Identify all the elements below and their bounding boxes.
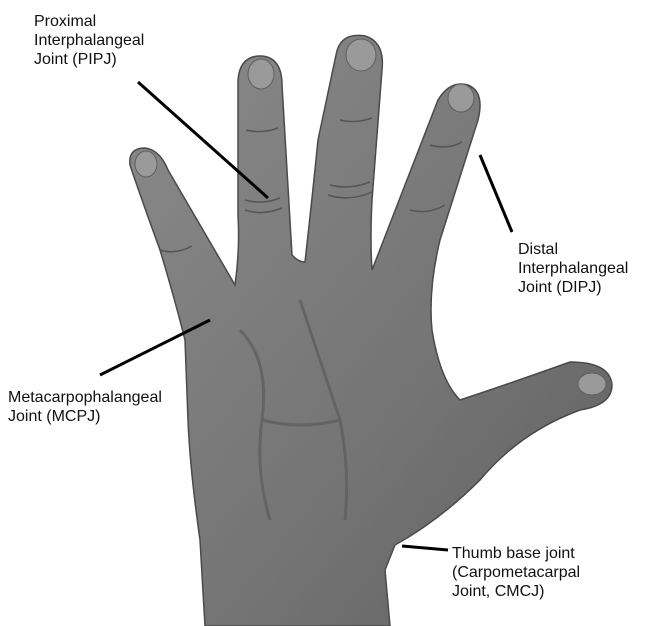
label-mcpj: Metacarpophalangeal Joint (MCPJ) (8, 388, 162, 426)
label-pipj: Proximal Interphalangeal Joint (PIPJ) (34, 12, 144, 69)
nail-middle (248, 59, 274, 89)
hand-shape (130, 35, 612, 626)
label-dipj-line-1: Distal (518, 240, 628, 259)
label-pipj-line-2: Interphalangeal (34, 31, 144, 50)
label-cmcj-line-2: (Carpometacarpal (452, 563, 580, 582)
label-mcpj-line-2: Joint (MCPJ) (8, 407, 162, 426)
leader-dipj (480, 155, 512, 232)
nail-thumb (578, 373, 606, 395)
nail-ring (346, 39, 376, 71)
label-mcpj-line-1: Metacarpophalangeal (8, 388, 162, 407)
label-cmcj: Thumb base joint (Carpometacarpal Joint,… (452, 544, 580, 601)
nail-index (135, 151, 157, 177)
label-cmcj-line-1: Thumb base joint (452, 544, 580, 563)
label-dipj: Distal Interphalangeal Joint (DIPJ) (518, 240, 628, 297)
label-cmcj-line-3: Joint, CMCJ) (452, 582, 580, 601)
nail-pinky (448, 84, 474, 112)
label-pipj-line-1: Proximal (34, 12, 144, 31)
label-dipj-line-3: Joint (DIPJ) (518, 278, 628, 297)
label-pipj-line-3: Joint (PIPJ) (34, 50, 144, 69)
leader-cmcj (402, 546, 448, 550)
label-dipj-line-2: Interphalangeal (518, 259, 628, 278)
